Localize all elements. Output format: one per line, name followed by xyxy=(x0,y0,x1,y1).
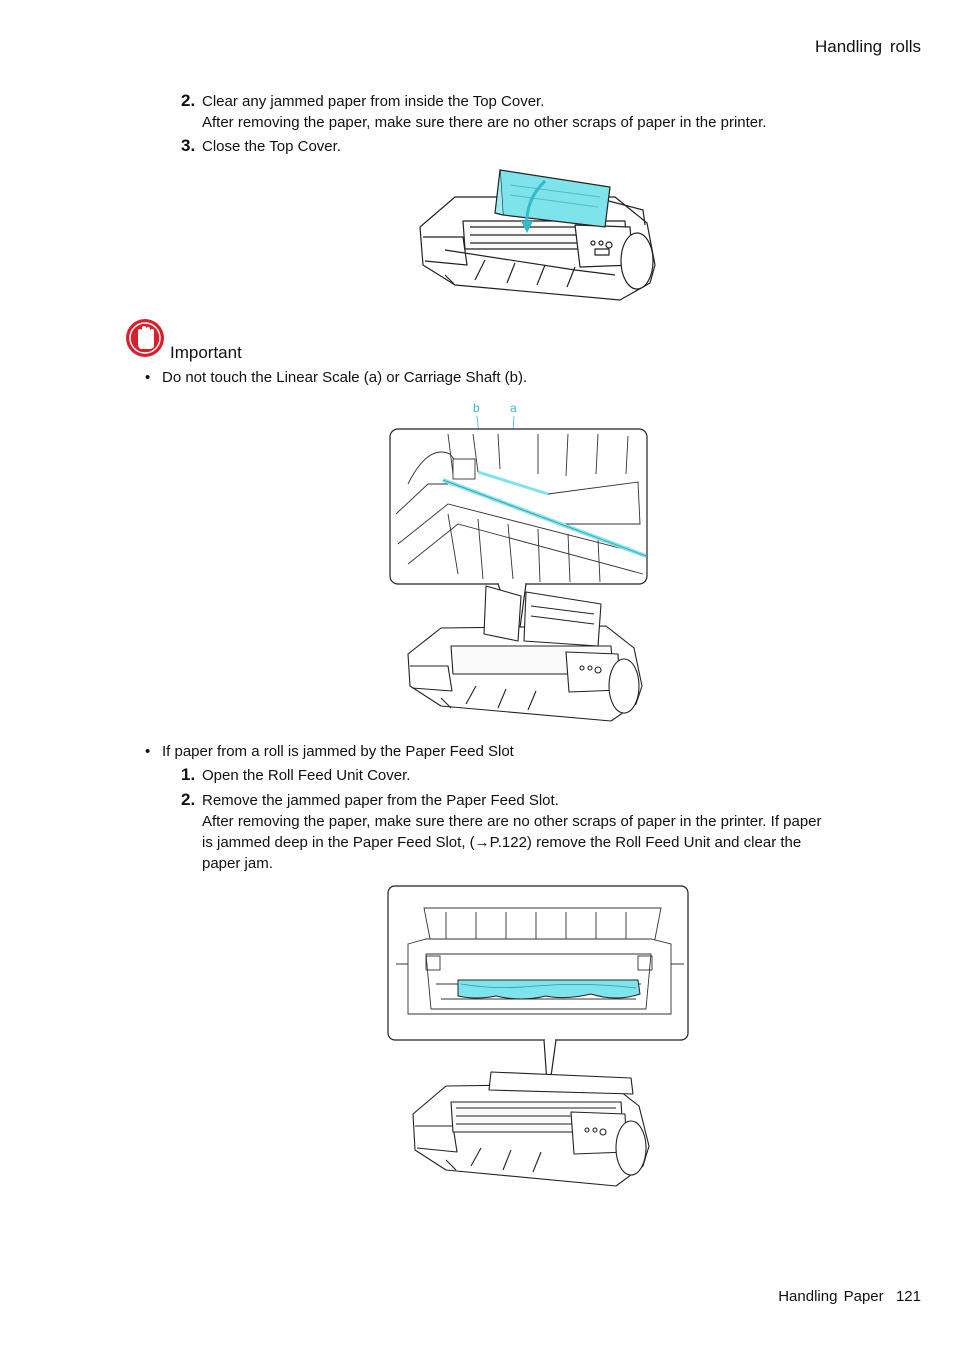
step-3: 3. Close the Top Cover. xyxy=(181,135,881,157)
step-2-b-detail-line: After removing the paper, make sure ther… xyxy=(202,813,822,830)
important-item: Do not touch the Linear Scale (a) or Car… xyxy=(162,369,528,386)
important-hand-icon xyxy=(126,319,164,357)
step-text: Remove the jammed paper from the Paper F… xyxy=(202,792,559,809)
label-b: b xyxy=(473,401,480,415)
printer-close-top-cover-figure xyxy=(419,169,656,301)
step-number: 3. xyxy=(181,136,196,155)
step-2-b-detail-line: is jammed deep in the Paper Feed Slot, (… xyxy=(202,834,802,851)
page-footer: Handling Paper 121 xyxy=(778,1288,921,1305)
step-number: 2. xyxy=(181,91,196,110)
step-2-b: 2. Remove the jammed paper from the Pape… xyxy=(181,789,881,811)
step-text: Clear any jammed paper from inside the T… xyxy=(202,93,545,110)
step-text: Open the Roll Feed Unit Cover. xyxy=(202,767,411,784)
step-text: Close the Top Cover. xyxy=(202,138,341,155)
step-number: 1. xyxy=(181,765,196,784)
linear-scale-carriage-shaft-figure xyxy=(389,415,648,722)
step-1-b: 1. Open the Roll Feed Unit Cover. xyxy=(181,764,881,786)
step-2-b-detail-line: paper jam. xyxy=(202,855,273,872)
important-bullet-mark: • xyxy=(145,369,151,386)
footer-chapter: Handling Paper xyxy=(778,1288,884,1305)
footer-page-number: 121 xyxy=(895,1288,921,1305)
label-a: a xyxy=(510,401,517,415)
step-number: 2. xyxy=(181,790,196,809)
section-bullet: If paper from a roll is jammed by the Pa… xyxy=(162,743,514,760)
step-2: 2. Clear any jammed paper from inside th… xyxy=(181,90,881,112)
step-2-detail: After removing the paper, make sure ther… xyxy=(202,114,767,131)
important-label: Important xyxy=(170,343,242,362)
paper-feed-slot-figure xyxy=(387,885,689,1187)
running-header: Handling rolls xyxy=(815,37,921,56)
section-bullet-mark: • xyxy=(145,743,151,760)
